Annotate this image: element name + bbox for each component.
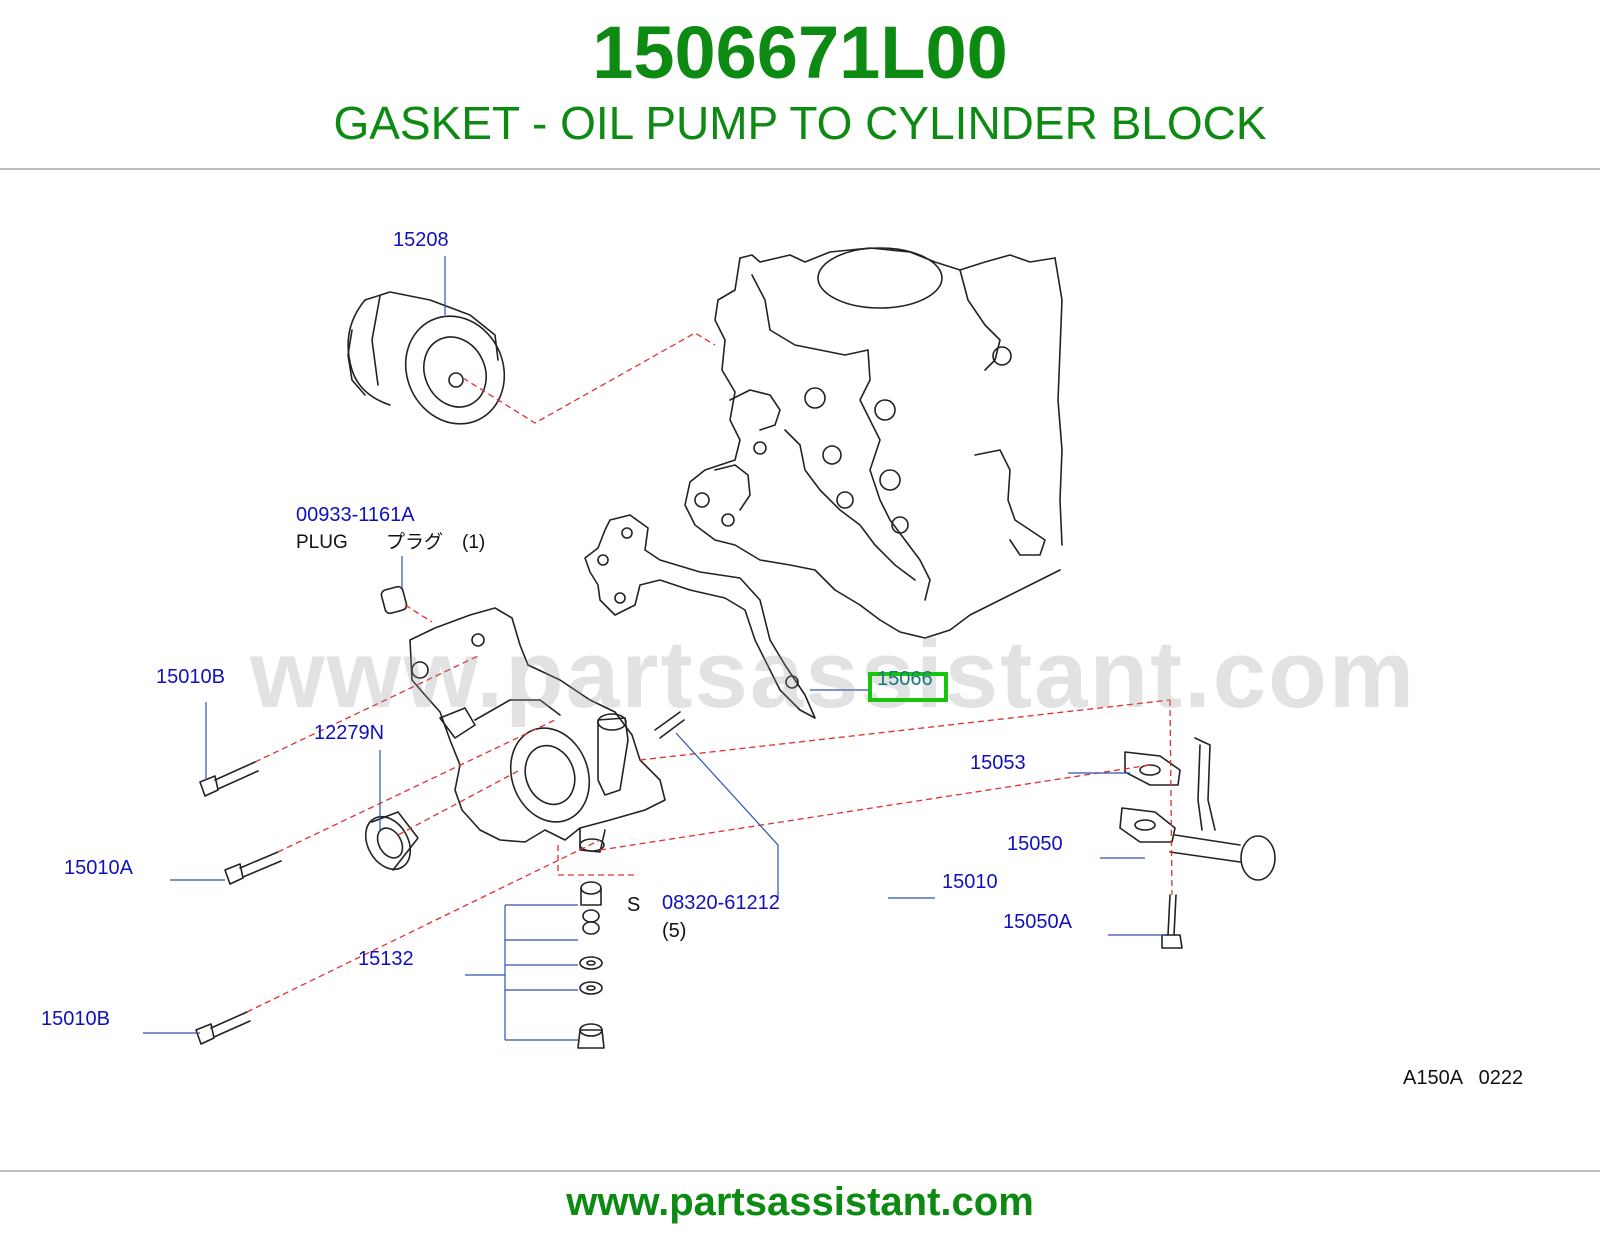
label-s-mark: S bbox=[627, 894, 641, 916]
label-15010B-bottom[interactable]: 15010B bbox=[41, 1008, 110, 1030]
oil-strainer-15050-drawing bbox=[1119, 737, 1276, 949]
page-header: 1506671L00 GASKET - OIL PUMP TO CYLINDER… bbox=[0, 0, 1600, 168]
label-plug: PLUG bbox=[296, 532, 348, 553]
plug-drawing bbox=[380, 585, 408, 615]
oil-seal-12279N-drawing bbox=[364, 811, 419, 871]
label-15050[interactable]: 15050 bbox=[1007, 833, 1063, 855]
gasket-15066-drawing bbox=[584, 514, 816, 719]
label-15010B-top[interactable]: 15010B bbox=[156, 666, 225, 688]
label-08320-qty: (5) bbox=[662, 920, 687, 942]
part-description: GASKET - OIL PUMP TO CYLINDER BLOCK bbox=[333, 97, 1267, 149]
part-number-title: 1506671L00 bbox=[592, 11, 1008, 94]
label-15010[interactable]: 15010 bbox=[942, 871, 998, 893]
leader-lines bbox=[143, 256, 1165, 1041]
label-00933-1161A[interactable]: 00933-1161A bbox=[296, 504, 415, 526]
bolt-drawings bbox=[195, 711, 685, 1045]
relief-valve-15132-drawing bbox=[577, 881, 605, 1049]
label-15066-highlighted[interactable]: 15066 bbox=[877, 668, 933, 690]
alignment-lines bbox=[246, 332, 1173, 1013]
label-12279N[interactable]: 12279N bbox=[314, 722, 385, 744]
diagram-drawing bbox=[143, 247, 1276, 1049]
header-divider bbox=[0, 168, 1600, 170]
label-15132[interactable]: 15132 bbox=[358, 948, 414, 970]
label-15010A[interactable]: 15010A bbox=[64, 857, 133, 879]
label-08320-61212[interactable]: 08320-61212 bbox=[662, 892, 780, 914]
label-plug-japanese: プラグ bbox=[386, 532, 444, 553]
label-15208[interactable]: 15208 bbox=[393, 229, 449, 251]
label-15050A[interactable]: 15050A bbox=[1003, 911, 1072, 933]
cylinder-block-drawing bbox=[684, 247, 1063, 639]
oil-pump-15010-drawing bbox=[409, 607, 666, 853]
watermark: www.partsassistant.com bbox=[250, 621, 1417, 728]
oil-filter-15208-drawing bbox=[347, 291, 506, 425]
footer-divider bbox=[0, 1170, 1600, 1172]
diagram-code: A150A 0222 bbox=[1403, 1067, 1524, 1089]
highlighted-part-box bbox=[868, 672, 948, 702]
footer-url[interactable]: www.partsassistant.com bbox=[566, 1180, 1034, 1224]
label-15053[interactable]: 15053 bbox=[970, 752, 1026, 774]
label-plug-qty: (1) bbox=[462, 532, 486, 553]
parts-diagram: www.partsassistant.com 15208 00933-1161A… bbox=[0, 170, 1600, 1168]
